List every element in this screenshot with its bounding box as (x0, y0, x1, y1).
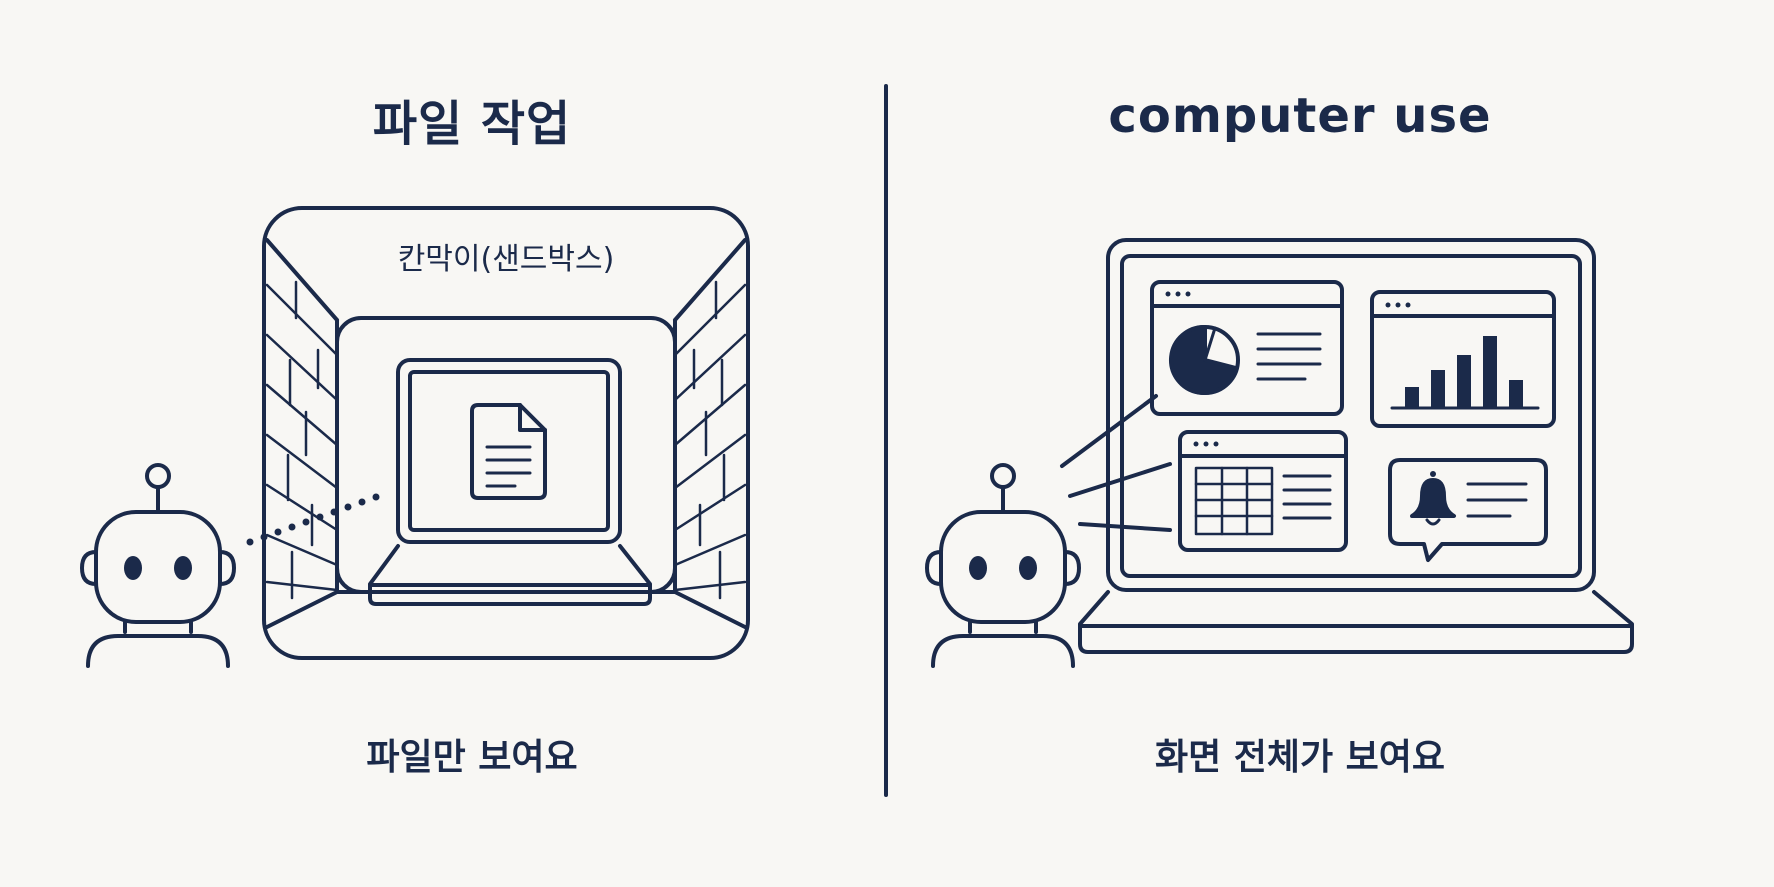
sandbox-box (262, 206, 750, 660)
left-title: 파일 작업 (372, 96, 572, 152)
bar-chart-icon (1405, 336, 1523, 407)
bar-chart-window (1370, 290, 1556, 428)
spreadsheet-window (1178, 430, 1348, 552)
brick-wall-right (673, 280, 747, 600)
pie-chart-icon (1169, 324, 1240, 395)
sight-dots (246, 493, 380, 546)
spreadsheet-icon (1194, 466, 1274, 536)
document-icon (470, 403, 547, 500)
left-caption: 파일만 보여요 (366, 737, 578, 778)
robot-icon-right (925, 463, 1081, 668)
bell-icon (1410, 471, 1456, 526)
right-title: computer use (1108, 88, 1492, 144)
sandbox-label: 칸막이(샌드박스) (397, 242, 615, 277)
laptop-icon (368, 358, 652, 606)
right-caption: 화면 전체가 보여요 (1154, 737, 1446, 778)
notification-window (1388, 458, 1548, 562)
robot-icon-left (80, 463, 236, 668)
pie-chart-window (1150, 280, 1344, 416)
sight-lines (1060, 394, 1172, 532)
big-laptop-icon (1078, 238, 1634, 654)
brick-wall-left (265, 280, 339, 600)
